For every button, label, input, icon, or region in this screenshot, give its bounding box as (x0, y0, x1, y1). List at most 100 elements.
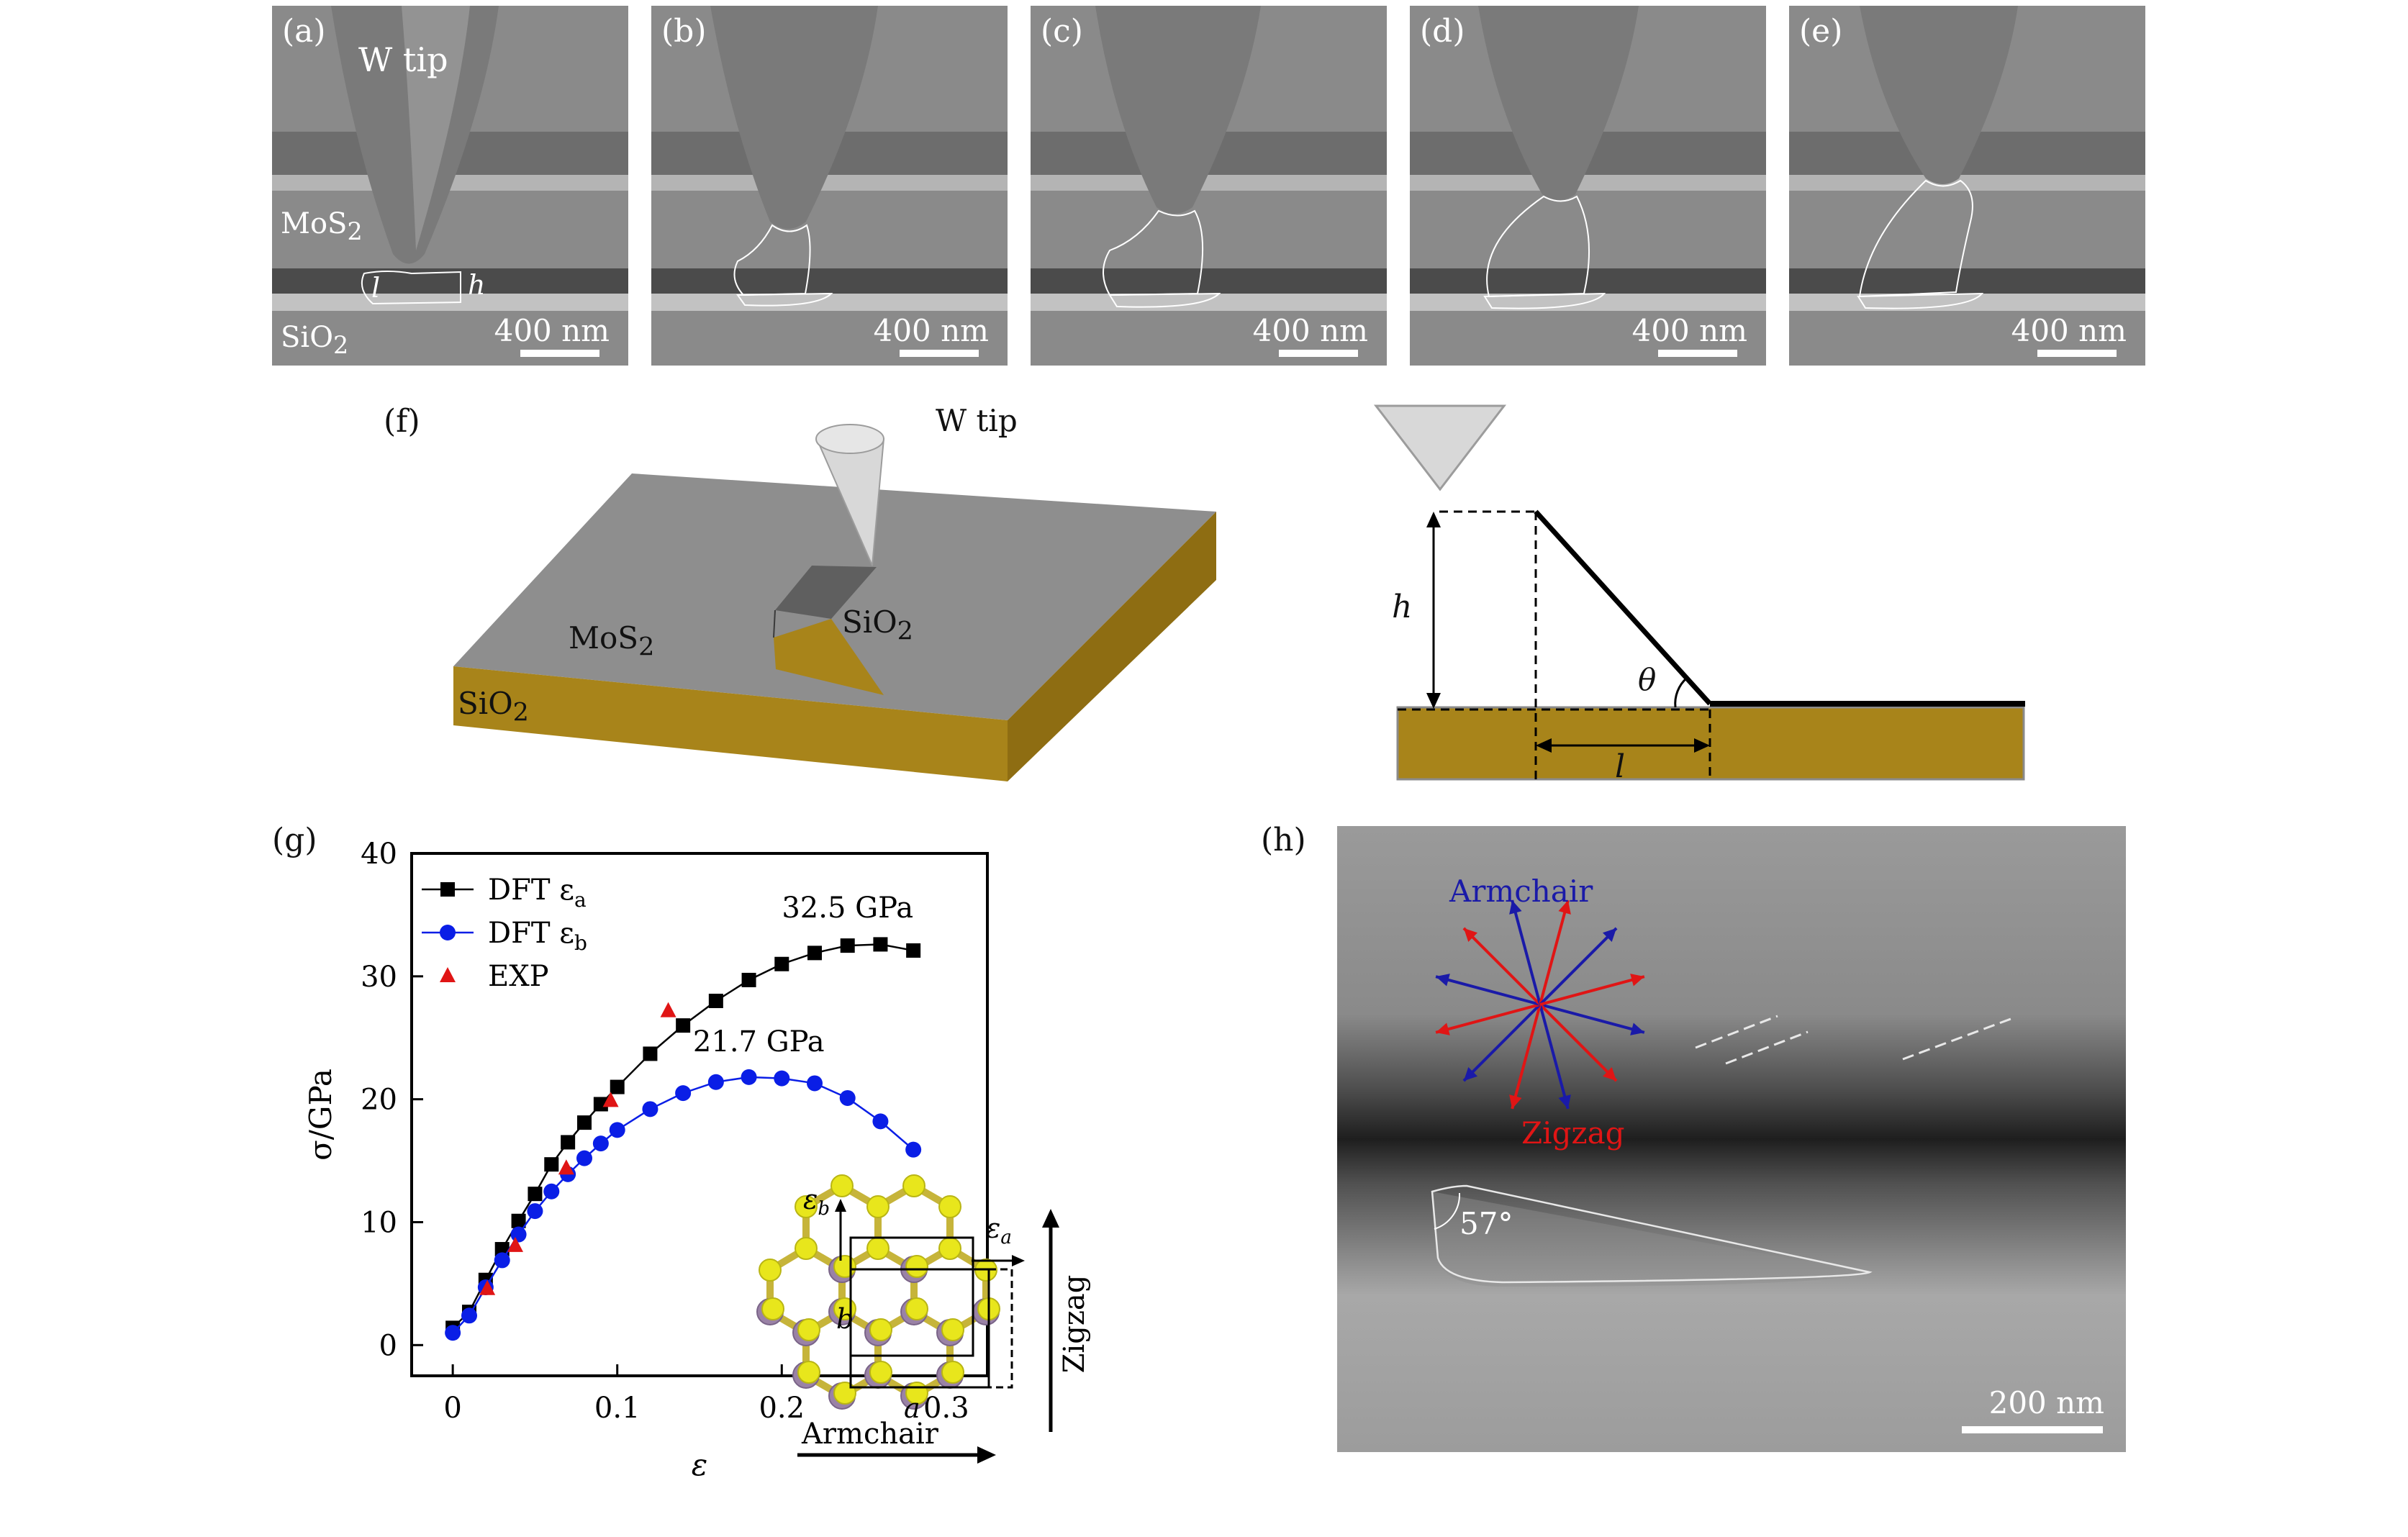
schematic-tip-label: W tip (936, 403, 1018, 438)
panel-label-h: (h) (1261, 822, 1306, 858)
direction-arrowhead (1463, 928, 1478, 943)
data-point-square (873, 937, 888, 952)
legend-entry: EXP (488, 960, 549, 993)
sem-panel-c: (c) 400 nm (1031, 6, 1387, 366)
data-point-square (610, 1079, 625, 1094)
geometry-diagram (1373, 404, 2025, 781)
s-atom (830, 1174, 854, 1197)
data-point-circle (741, 1069, 757, 1085)
scale-bar-a (520, 350, 599, 357)
panel-label-c: (c) (1041, 13, 1083, 50)
direction-arrowhead (1558, 1094, 1571, 1109)
data-point-square (708, 993, 723, 1008)
geometry-h-label: h (1392, 589, 1413, 625)
eps-a-label: εa (986, 1212, 1012, 1248)
eps-b-label: εb (803, 1184, 830, 1220)
data-point-circle (872, 1113, 889, 1130)
direction-arrowhead (1630, 974, 1644, 987)
scale-bar-label-e: 400 nm (2011, 313, 2127, 348)
data-point-circle (905, 1141, 922, 1158)
sem-panel-b: (b) 400 nm (651, 6, 1008, 366)
zigzag-arrowhead (1042, 1209, 1059, 1228)
direction-arrowhead (1436, 1023, 1450, 1035)
sio2-label: SiO2 (281, 321, 349, 359)
scale-bar-label-b: 400 nm (873, 313, 989, 348)
edge-guide-lines (1695, 1015, 2011, 1065)
direction-arrowhead (1602, 1066, 1617, 1082)
panel-label-a: (a) (282, 13, 326, 50)
sem-panel-h: Armchair Zigzag 57° 200 nm (1337, 826, 2126, 1452)
eps-b-arrowhead (835, 1199, 846, 1212)
y-axis-label: σ/GPa (303, 1069, 338, 1161)
data-point-square (840, 938, 855, 953)
sem-panel-a: (a) W tip MoS2 SiO2 l h 400 nm (272, 6, 628, 366)
data-point-square (440, 882, 455, 897)
sem-image-a (272, 6, 628, 366)
lattice-b-label: b (836, 1303, 854, 1335)
data-point-circle (609, 1122, 625, 1138)
data-point-square (676, 1018, 691, 1033)
sem-panel-d: (d) 400 nm (1410, 6, 1766, 366)
lattice-a-label: a (904, 1392, 920, 1424)
data-point-square (643, 1046, 658, 1061)
data-point-triangle (507, 1236, 523, 1252)
panel-label-e: (e) (1799, 13, 1843, 50)
data-point-circle (576, 1150, 592, 1166)
direction-arrowhead (1509, 1094, 1522, 1109)
data-point-square (494, 1242, 510, 1257)
data-point-circle (675, 1085, 692, 1102)
data-point-square (593, 1097, 608, 1112)
s-atom (869, 1361, 892, 1384)
direction-arrowhead (1630, 1023, 1644, 1035)
data-point-triangle (602, 1092, 619, 1107)
panel-label-g: (g) (272, 822, 317, 858)
zigzag-label-h: Zigzag (1521, 1115, 1625, 1151)
direction-arrowhead (1602, 928, 1617, 943)
armchair-label: Armchair (801, 1418, 939, 1451)
zigzag-label: Zigzag (1058, 1275, 1091, 1374)
x-tick-label: 0 (443, 1392, 461, 1425)
length-symbol-l: l (371, 272, 381, 304)
s-atom (938, 1237, 961, 1260)
sem-image-d (1410, 6, 1766, 366)
direction-arrowhead (1558, 900, 1571, 915)
sio2-substrate-front (453, 666, 1008, 781)
data-point-square (906, 943, 921, 958)
data-point-circle (543, 1183, 560, 1200)
peeled-flake (775, 566, 877, 619)
direction-arrow (1539, 1004, 1570, 1110)
data-point-triangle (558, 1159, 574, 1175)
data-point-circle (461, 1307, 477, 1324)
y-tick-label: 20 (361, 1084, 397, 1117)
scale-bar-label-a: 400 nm (494, 313, 610, 348)
data-point-triangle (660, 1002, 676, 1017)
data-point-circle (440, 925, 456, 940)
x-axis-label: ε (692, 1447, 708, 1482)
direction-arrow (1435, 1003, 1541, 1034)
x-tick-label: 0.2 (759, 1392, 805, 1425)
data-point-circle (642, 1101, 658, 1117)
x-tick-label: 0.3 (923, 1392, 969, 1425)
scale-bar-d (1658, 350, 1737, 357)
s-atom (941, 1318, 964, 1341)
peak-annotation: 32.5 GPa (782, 892, 913, 925)
s-atom (797, 1361, 820, 1384)
legend-entry: DFT εb (488, 917, 587, 955)
s-atom (869, 1318, 892, 1341)
data-point-circle (839, 1089, 856, 1106)
s-atom (761, 1297, 784, 1320)
peeled-film-line (1534, 509, 1712, 706)
direction-arrow (1462, 1003, 1542, 1082)
data-point-square (528, 1187, 543, 1202)
x-tick-label: 0.1 (594, 1392, 641, 1425)
data-point-square (741, 972, 756, 987)
legend-entry: DFT εa (488, 874, 587, 912)
s-atom (905, 1297, 928, 1320)
scale-bar-e (2037, 350, 2117, 357)
s-atom (941, 1361, 964, 1384)
unit-cell-dashed (989, 1268, 1013, 1389)
s-atom (797, 1318, 820, 1341)
s-atom (795, 1195, 818, 1218)
unit-cell-b (849, 1268, 990, 1389)
